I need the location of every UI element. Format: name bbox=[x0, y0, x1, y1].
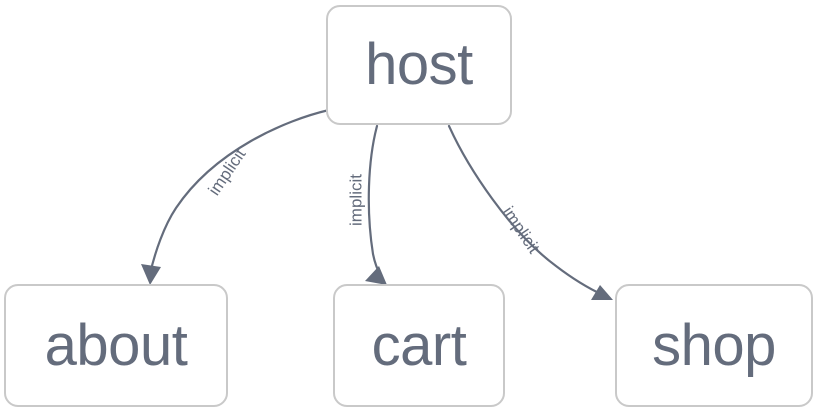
node-host-label: host bbox=[365, 32, 473, 97]
edge-path-host-about bbox=[148, 108, 331, 276]
node-about-label: about bbox=[44, 312, 188, 378]
edge-host-cart[interactable] bbox=[365, 124, 387, 285]
arrow-head-cart bbox=[365, 266, 387, 285]
node-host[interactable]: host bbox=[326, 5, 512, 125]
edge-host-shop[interactable] bbox=[447, 124, 613, 300]
edge-host-about[interactable] bbox=[141, 108, 331, 285]
arrow-head-shop bbox=[591, 285, 613, 300]
edge-path-host-shop bbox=[447, 124, 605, 297]
node-about[interactable]: about bbox=[4, 284, 228, 407]
node-cart-label: cart bbox=[371, 312, 467, 378]
node-shop-label: shop bbox=[652, 312, 776, 378]
node-shop[interactable]: shop bbox=[615, 284, 813, 407]
arrow-head-about bbox=[141, 264, 161, 285]
edge-path-host-cart bbox=[367, 124, 383, 278]
node-cart[interactable]: cart bbox=[333, 284, 505, 407]
edge-label-host-cart: implicit bbox=[346, 174, 366, 226]
